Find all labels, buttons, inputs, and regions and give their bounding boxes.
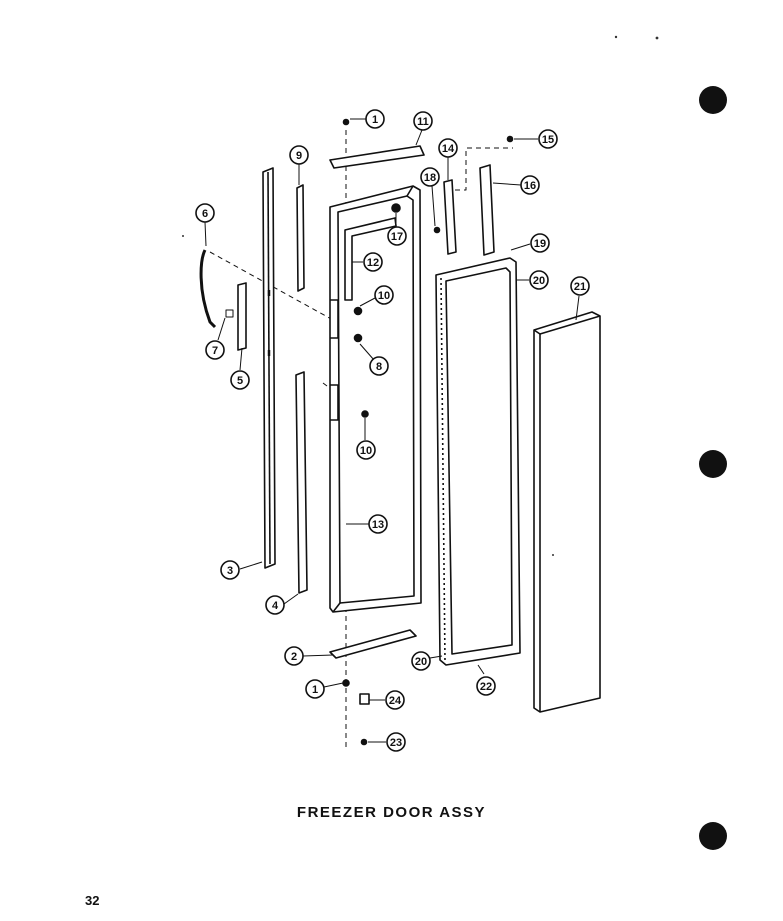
part-16-strip <box>479 164 495 256</box>
scan-specks <box>182 35 659 556</box>
diagram-title: FREEZER DOOR ASSY <box>296 804 487 821</box>
callout-15: 15 <box>538 129 558 149</box>
svg-text:17: 17 <box>391 231 403 243</box>
part-5-bracket <box>237 282 247 351</box>
callout-6: 6 <box>195 203 215 223</box>
svg-text:13: 13 <box>372 519 384 531</box>
part-4-lower-strip <box>295 371 308 594</box>
callout-9-top: 9 <box>289 145 309 165</box>
svg-text:19: 19 <box>534 238 546 250</box>
svg-text:2: 2 <box>291 651 297 663</box>
binder-hole-top <box>699 86 727 114</box>
callout-7: 7 <box>205 340 225 360</box>
svg-text:18: 18 <box>424 172 436 184</box>
callout-12: 12 <box>363 252 383 272</box>
callout-20-bottom: 20 <box>411 651 431 671</box>
callout-5: 5 <box>230 370 250 390</box>
callout-20-top: 20 <box>529 270 549 290</box>
svg-text:16: 16 <box>524 180 536 192</box>
svg-text:6: 6 <box>202 208 208 220</box>
leader-lines <box>204 118 580 743</box>
part-14-strip <box>443 179 457 255</box>
part-24-spacer <box>359 693 370 705</box>
svg-text:10: 10 <box>378 290 390 302</box>
svg-text:1: 1 <box>372 114 378 126</box>
callout-11: 11 <box>413 111 433 131</box>
svg-text:5: 5 <box>237 375 243 387</box>
svg-text:4: 4 <box>272 600 279 612</box>
part-3-door-trim-strip <box>262 167 276 569</box>
svg-text:11: 11 <box>417 116 429 128</box>
screws-and-fasteners <box>342 118 514 746</box>
svg-text:15: 15 <box>542 134 554 146</box>
callout-2: 2 <box>284 646 304 666</box>
callout-13: 13 <box>368 514 388 534</box>
part-11-top-hinge <box>329 145 425 169</box>
callout-21: 21 <box>570 276 590 296</box>
callout-14: 14 <box>438 138 458 158</box>
callout-17: 17 <box>387 226 407 246</box>
callout-24: 24 <box>385 690 405 710</box>
part-7-clip <box>225 309 234 318</box>
callout-19: 19 <box>530 233 550 253</box>
callout-22: 22 <box>476 676 496 696</box>
part-6-handle <box>199 249 217 329</box>
svg-text:10: 10 <box>360 445 372 457</box>
svg-text:14: 14 <box>442 143 455 155</box>
callout-8: 8 <box>369 356 389 376</box>
binder-hole-middle <box>699 450 727 478</box>
svg-text:24: 24 <box>389 695 402 707</box>
part-13-door-frame <box>329 185 422 613</box>
callout-18: 18 <box>420 167 440 187</box>
callout-1-top: 1 <box>365 109 385 129</box>
callout-16: 16 <box>520 175 540 195</box>
callout-4: 4 <box>265 595 285 615</box>
svg-text:7: 7 <box>212 345 218 357</box>
callout-10-lower: 10 <box>356 440 376 460</box>
svg-text:21: 21 <box>574 281 586 293</box>
callout-10-upper: 10 <box>374 285 394 305</box>
callout-1-bottom: 1 <box>305 679 325 699</box>
svg-text:3: 3 <box>227 565 233 577</box>
binder-hole-bottom <box>699 822 727 850</box>
svg-text:12: 12 <box>367 257 379 269</box>
svg-text:20: 20 <box>415 656 427 668</box>
part-12-inner-bracket <box>344 217 397 301</box>
part-9-upper-strip <box>296 184 305 292</box>
part-callouts: 1 11 9 14 15 16 18 17 6 12 19 20 21 10 7… <box>195 109 590 752</box>
svg-text:22: 22 <box>480 681 492 693</box>
callout-23: 23 <box>386 732 406 752</box>
svg-text:20: 20 <box>533 275 545 287</box>
part-19-gasket-frame <box>435 257 521 666</box>
svg-text:23: 23 <box>390 737 402 749</box>
svg-text:8: 8 <box>376 361 382 373</box>
page-number: 32 <box>85 893 100 908</box>
part-21-door-panel <box>533 311 601 713</box>
svg-text:1: 1 <box>312 684 318 696</box>
part-2-bottom-hinge <box>329 629 417 659</box>
callout-3: 3 <box>220 560 240 580</box>
svg-text:9: 9 <box>296 150 302 162</box>
